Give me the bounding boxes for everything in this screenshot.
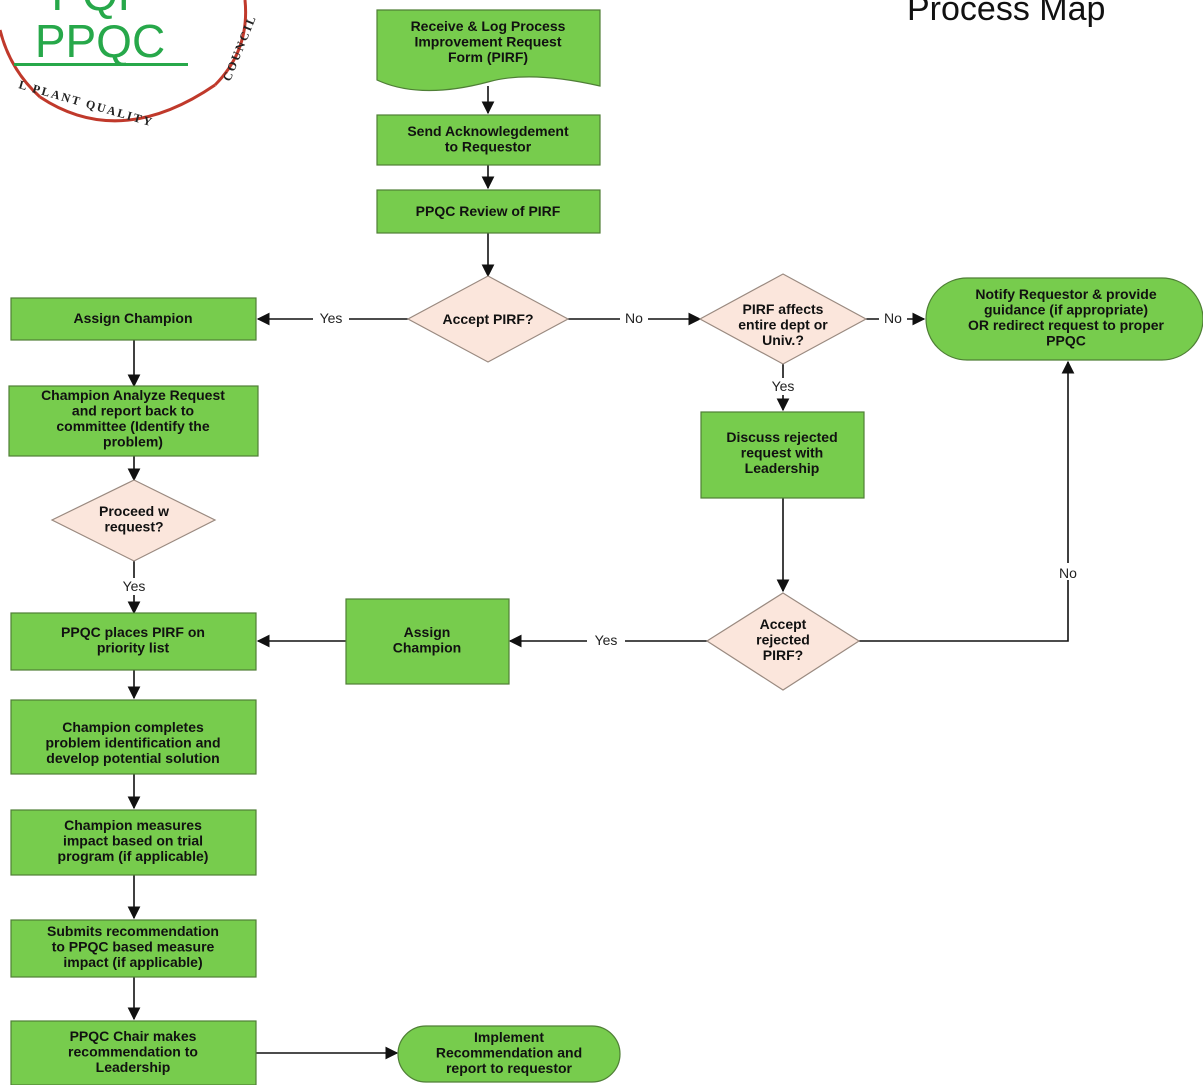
node-assign-champion-1: Assign Champion	[10, 297, 257, 341]
edge-label-accept-yes: Yes	[320, 310, 343, 326]
arrow-rejected-no-to-notify	[859, 360, 1075, 642]
logo-acronym-top: PQP	[51, 0, 148, 20]
edge-label-proceed-yes: Yes	[123, 578, 146, 594]
svg-text:PPQC Review of PIRF: PPQC Review of PIRF	[416, 203, 561, 219]
edge-label-rejected-no: No	[1059, 565, 1077, 581]
svg-text:Assign Champion: Assign Champion	[73, 310, 192, 326]
edge-label-accept-no: No	[625, 310, 643, 326]
page-title: Process Map	[907, 0, 1105, 28]
edge-label-affects-no: No	[884, 310, 902, 326]
document-shape	[376, 9, 601, 92]
logo-underline	[14, 63, 188, 66]
logo-arc-right-text: COUNCIL	[220, 12, 259, 83]
logo-acronym: PPQC	[35, 15, 165, 67]
svg-text:Accept PIRF?: Accept PIRF?	[442, 311, 533, 327]
logo-arc-bottom-text: L PLANT QUALITY	[17, 77, 155, 129]
node-accept-pirf-decision: Accept PIRF?	[406, 275, 570, 363]
connectors	[127, 86, 1075, 1060]
node-ppqc-review: PPQC Review of PIRF	[376, 189, 601, 234]
edge-labels: Yes No No Yes Yes Yes No	[115, 310, 1084, 649]
edge-label-affects-yes: Yes	[772, 378, 795, 394]
edge-label-rejected-yes: Yes	[595, 632, 618, 648]
ppqc-seal-logo: PQP PPQC L PLANT QUALITY COUNCIL	[0, 0, 259, 129]
